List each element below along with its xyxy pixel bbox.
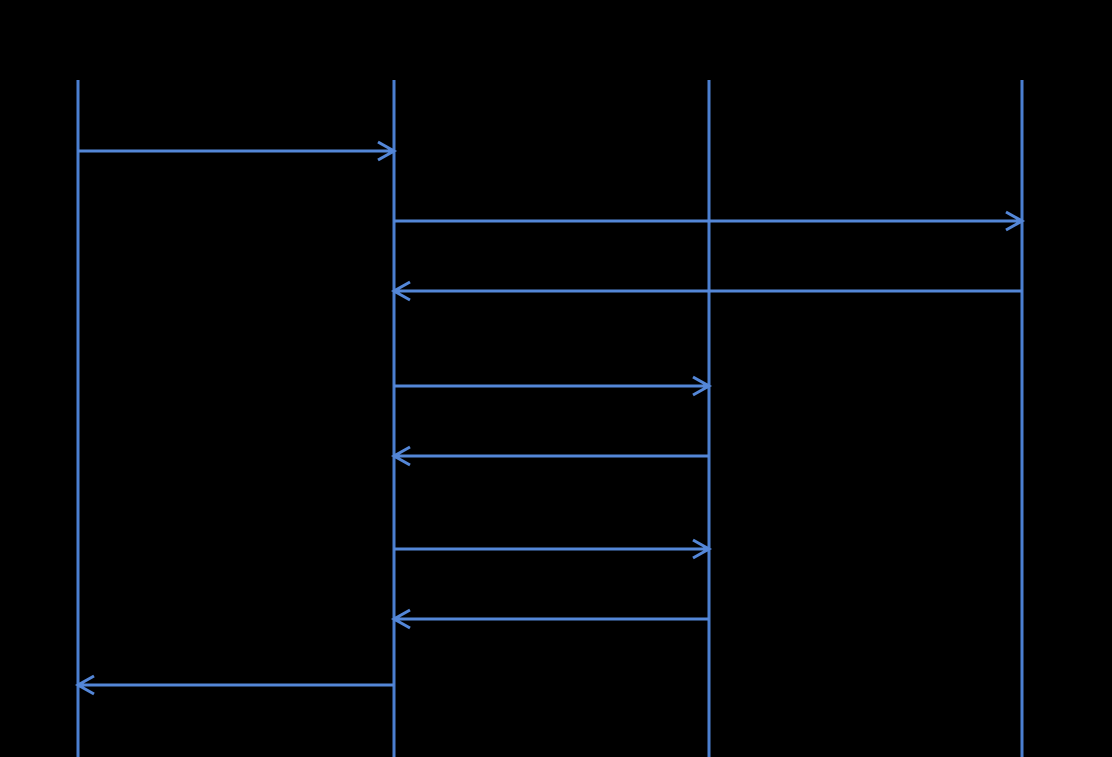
message-arrowhead-8 <box>74 674 95 696</box>
message-arrowhead-7 <box>390 608 411 630</box>
message-arrowhead-4 <box>692 375 713 397</box>
messages-group <box>74 140 1026 696</box>
message-arrowhead-2 <box>1005 210 1026 232</box>
message-arrowhead-1 <box>377 140 398 162</box>
lifelines-group <box>76 80 1024 757</box>
message-arrowhead-5 <box>390 445 411 467</box>
message-arrowhead-6 <box>692 538 713 560</box>
message-arrowhead-3 <box>390 280 411 302</box>
